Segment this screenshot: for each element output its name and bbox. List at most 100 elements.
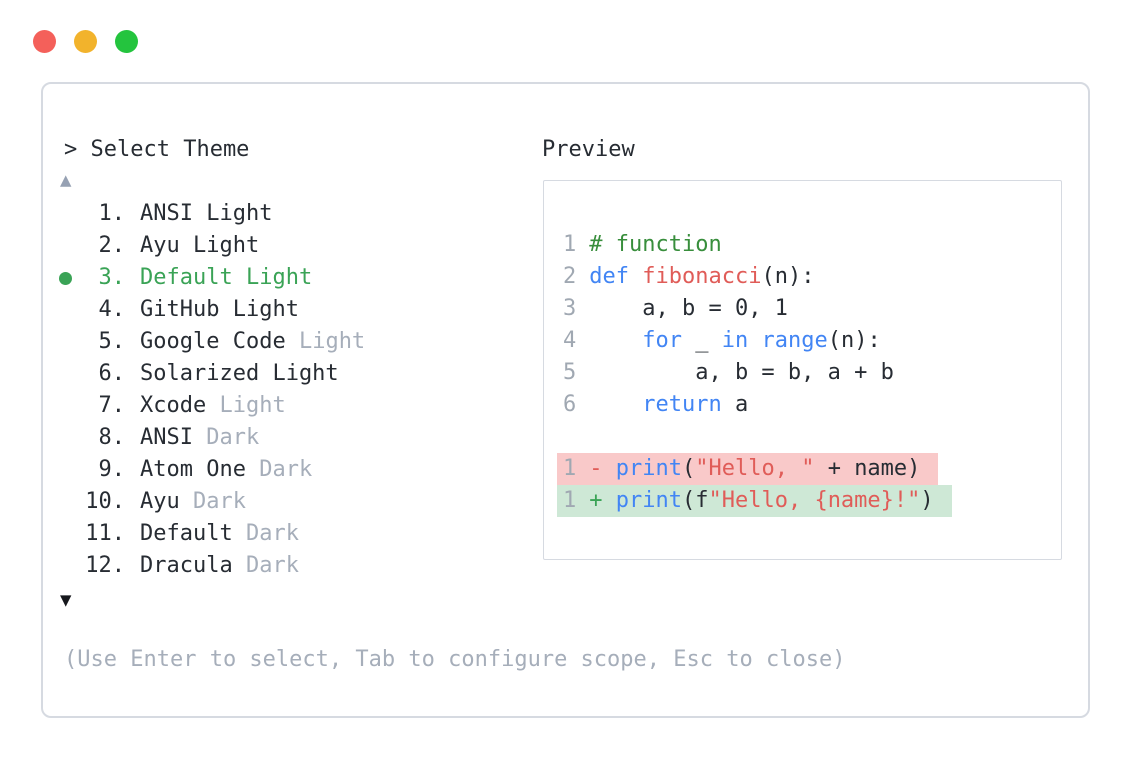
marker-gutter: [59, 198, 85, 230]
theme-name-part: Default Light: [140, 265, 313, 290]
minimize-button[interactable]: [74, 30, 97, 53]
marker-gutter: [59, 422, 85, 454]
code-token-plain: _: [681, 328, 722, 353]
theme-name-part: Dark: [192, 489, 246, 514]
theme-item-number: 11.: [85, 521, 125, 546]
code-token-plain: (: [681, 456, 696, 481]
theme-list-item[interactable]: 1. ANSI Light: [59, 198, 365, 230]
code-token-kw: in: [721, 328, 749, 353]
theme-name-part: Ayu Light: [140, 233, 260, 258]
theme-name-part: Dark: [206, 425, 260, 450]
code-token-plain: (f: [681, 488, 709, 513]
marker-gutter: [59, 390, 85, 422]
code-token-str: "Hello, ": [695, 456, 815, 481]
theme-item-name: Default Dark: [125, 518, 299, 550]
marker-gutter: [59, 294, 85, 326]
diff-line-added: 1+ print(f"Hello, {name}!"): [557, 485, 952, 517]
code-line: 4 for _ in range(n):: [563, 325, 1061, 357]
theme-list-item[interactable]: 5.Google Code Light: [59, 326, 366, 358]
theme-name-part: ANSI Light: [140, 201, 273, 226]
theme-item-number: 12.: [85, 553, 125, 578]
marker-gutter: [59, 486, 85, 518]
marker-gutter: [59, 358, 85, 390]
theme-name-part: Light: [298, 329, 366, 354]
theme-item-name: ANSI Light: [125, 198, 272, 230]
code-token-plain: a, b = b, a + b: [589, 360, 894, 385]
theme-name-part: Solarized Light: [140, 361, 339, 386]
selected-dot-icon: [59, 262, 85, 294]
theme-list-item[interactable]: 11.Default Dark: [59, 518, 365, 550]
theme-name-part: GitHub Light: [140, 297, 299, 322]
theme-list: 1. ANSI Light 2.Ayu Light 3. Default Light 4.…: [59, 198, 365, 582]
theme-list-item[interactable]: 3. Default Light: [59, 262, 365, 294]
theme-item-name: Xcode Light: [125, 390, 286, 422]
theme-name-part: Default: [140, 521, 246, 546]
code-token-str: "Hello, {name}!": [708, 488, 921, 513]
code-token-kw: for: [642, 328, 682, 353]
theme-list-item[interactable]: 7.Xcode Light: [59, 390, 365, 422]
diff-line-removed: 1- print("Hello, " + name): [557, 453, 939, 485]
code-line: 3 a, b = 0, 1: [563, 293, 1061, 325]
theme-item-number: 7.: [98, 393, 126, 418]
code-token-fn: fibonacci: [642, 264, 762, 289]
line-number: 6: [563, 392, 577, 417]
theme-item-name: GitHub Light: [125, 294, 299, 326]
marker-gutter: [59, 454, 85, 486]
theme-name-part: Light: [219, 393, 286, 418]
code-line: 5 a, b = b, a + b: [563, 357, 1061, 389]
theme-list-item[interactable]: 2.Ayu Light: [59, 230, 365, 262]
theme-selector-window: > Select Theme ▲ 1. ANSI Light 2.Ayu Light…: [41, 82, 1090, 718]
line-number: 5: [563, 360, 577, 385]
code-token-plain: + name): [814, 456, 921, 481]
line-number: 4: [563, 328, 577, 353]
code-token-diff-plus: +: [589, 488, 616, 513]
theme-name-part: Dark: [245, 521, 299, 546]
theme-item-name: Dracula Dark: [125, 550, 299, 582]
theme-name-part: Xcode: [140, 393, 220, 418]
theme-item-number: 1.: [98, 201, 126, 226]
preview-title: Preview: [542, 137, 635, 162]
select-theme-prompt: > Select Theme: [64, 137, 250, 162]
theme-item-number: 4.: [98, 297, 126, 322]
theme-list-item[interactable]: 12.Dracula Dark: [59, 550, 365, 582]
code-token-plain: [589, 328, 642, 353]
theme-name-part: Ayu: [140, 489, 193, 514]
theme-item-name: Ayu Dark: [125, 486, 246, 518]
theme-item-number: 5.: [98, 329, 126, 354]
theme-list-item[interactable]: 4. GitHub Light: [59, 294, 365, 326]
theme-list-item[interactable]: 8.ANSI Dark: [59, 422, 365, 454]
code-token-plain: a: [721, 392, 749, 417]
theme-name-part: Atom One: [140, 457, 260, 482]
line-number: 1: [563, 488, 577, 513]
theme-item-name: Google Code Light: [125, 326, 365, 358]
theme-list-item[interactable]: 6. Solarized Light: [59, 358, 365, 390]
marker-gutter: [59, 230, 85, 262]
theme-item-number: 3.: [98, 265, 126, 290]
theme-item-name: Solarized Light: [125, 358, 339, 390]
theme-item-name: Atom One Dark: [125, 454, 312, 486]
code-token-plain: (n):: [827, 328, 881, 353]
theme-name-part: Dark: [245, 553, 299, 578]
theme-item-number: 6.: [98, 361, 126, 386]
code-token-plain: [589, 392, 642, 417]
maximize-button[interactable]: [115, 30, 138, 53]
scroll-up-icon[interactable]: ▲: [60, 169, 72, 191]
theme-item-name: Default Light: [125, 262, 312, 294]
marker-gutter: [59, 550, 85, 582]
theme-name-part: Dark: [259, 457, 313, 482]
theme-list-item[interactable]: 10.Ayu Dark: [59, 486, 365, 518]
code-token-comment: # function: [589, 232, 722, 257]
scroll-down-icon[interactable]: ▼: [60, 589, 72, 611]
code-token-kw: range: [761, 328, 828, 353]
theme-item-name: ANSI Dark: [125, 422, 259, 454]
code-line: 6 return a: [563, 389, 1061, 421]
theme-name-part: ANSI: [140, 425, 207, 450]
theme-list-item[interactable]: 9.Atom One Dark: [59, 454, 365, 486]
code-token-kw: return: [642, 392, 722, 417]
theme-name-part: Google Code: [140, 329, 299, 354]
close-button[interactable]: [33, 30, 56, 53]
code-token-plain: [629, 264, 642, 289]
line-number: 1: [563, 232, 577, 257]
